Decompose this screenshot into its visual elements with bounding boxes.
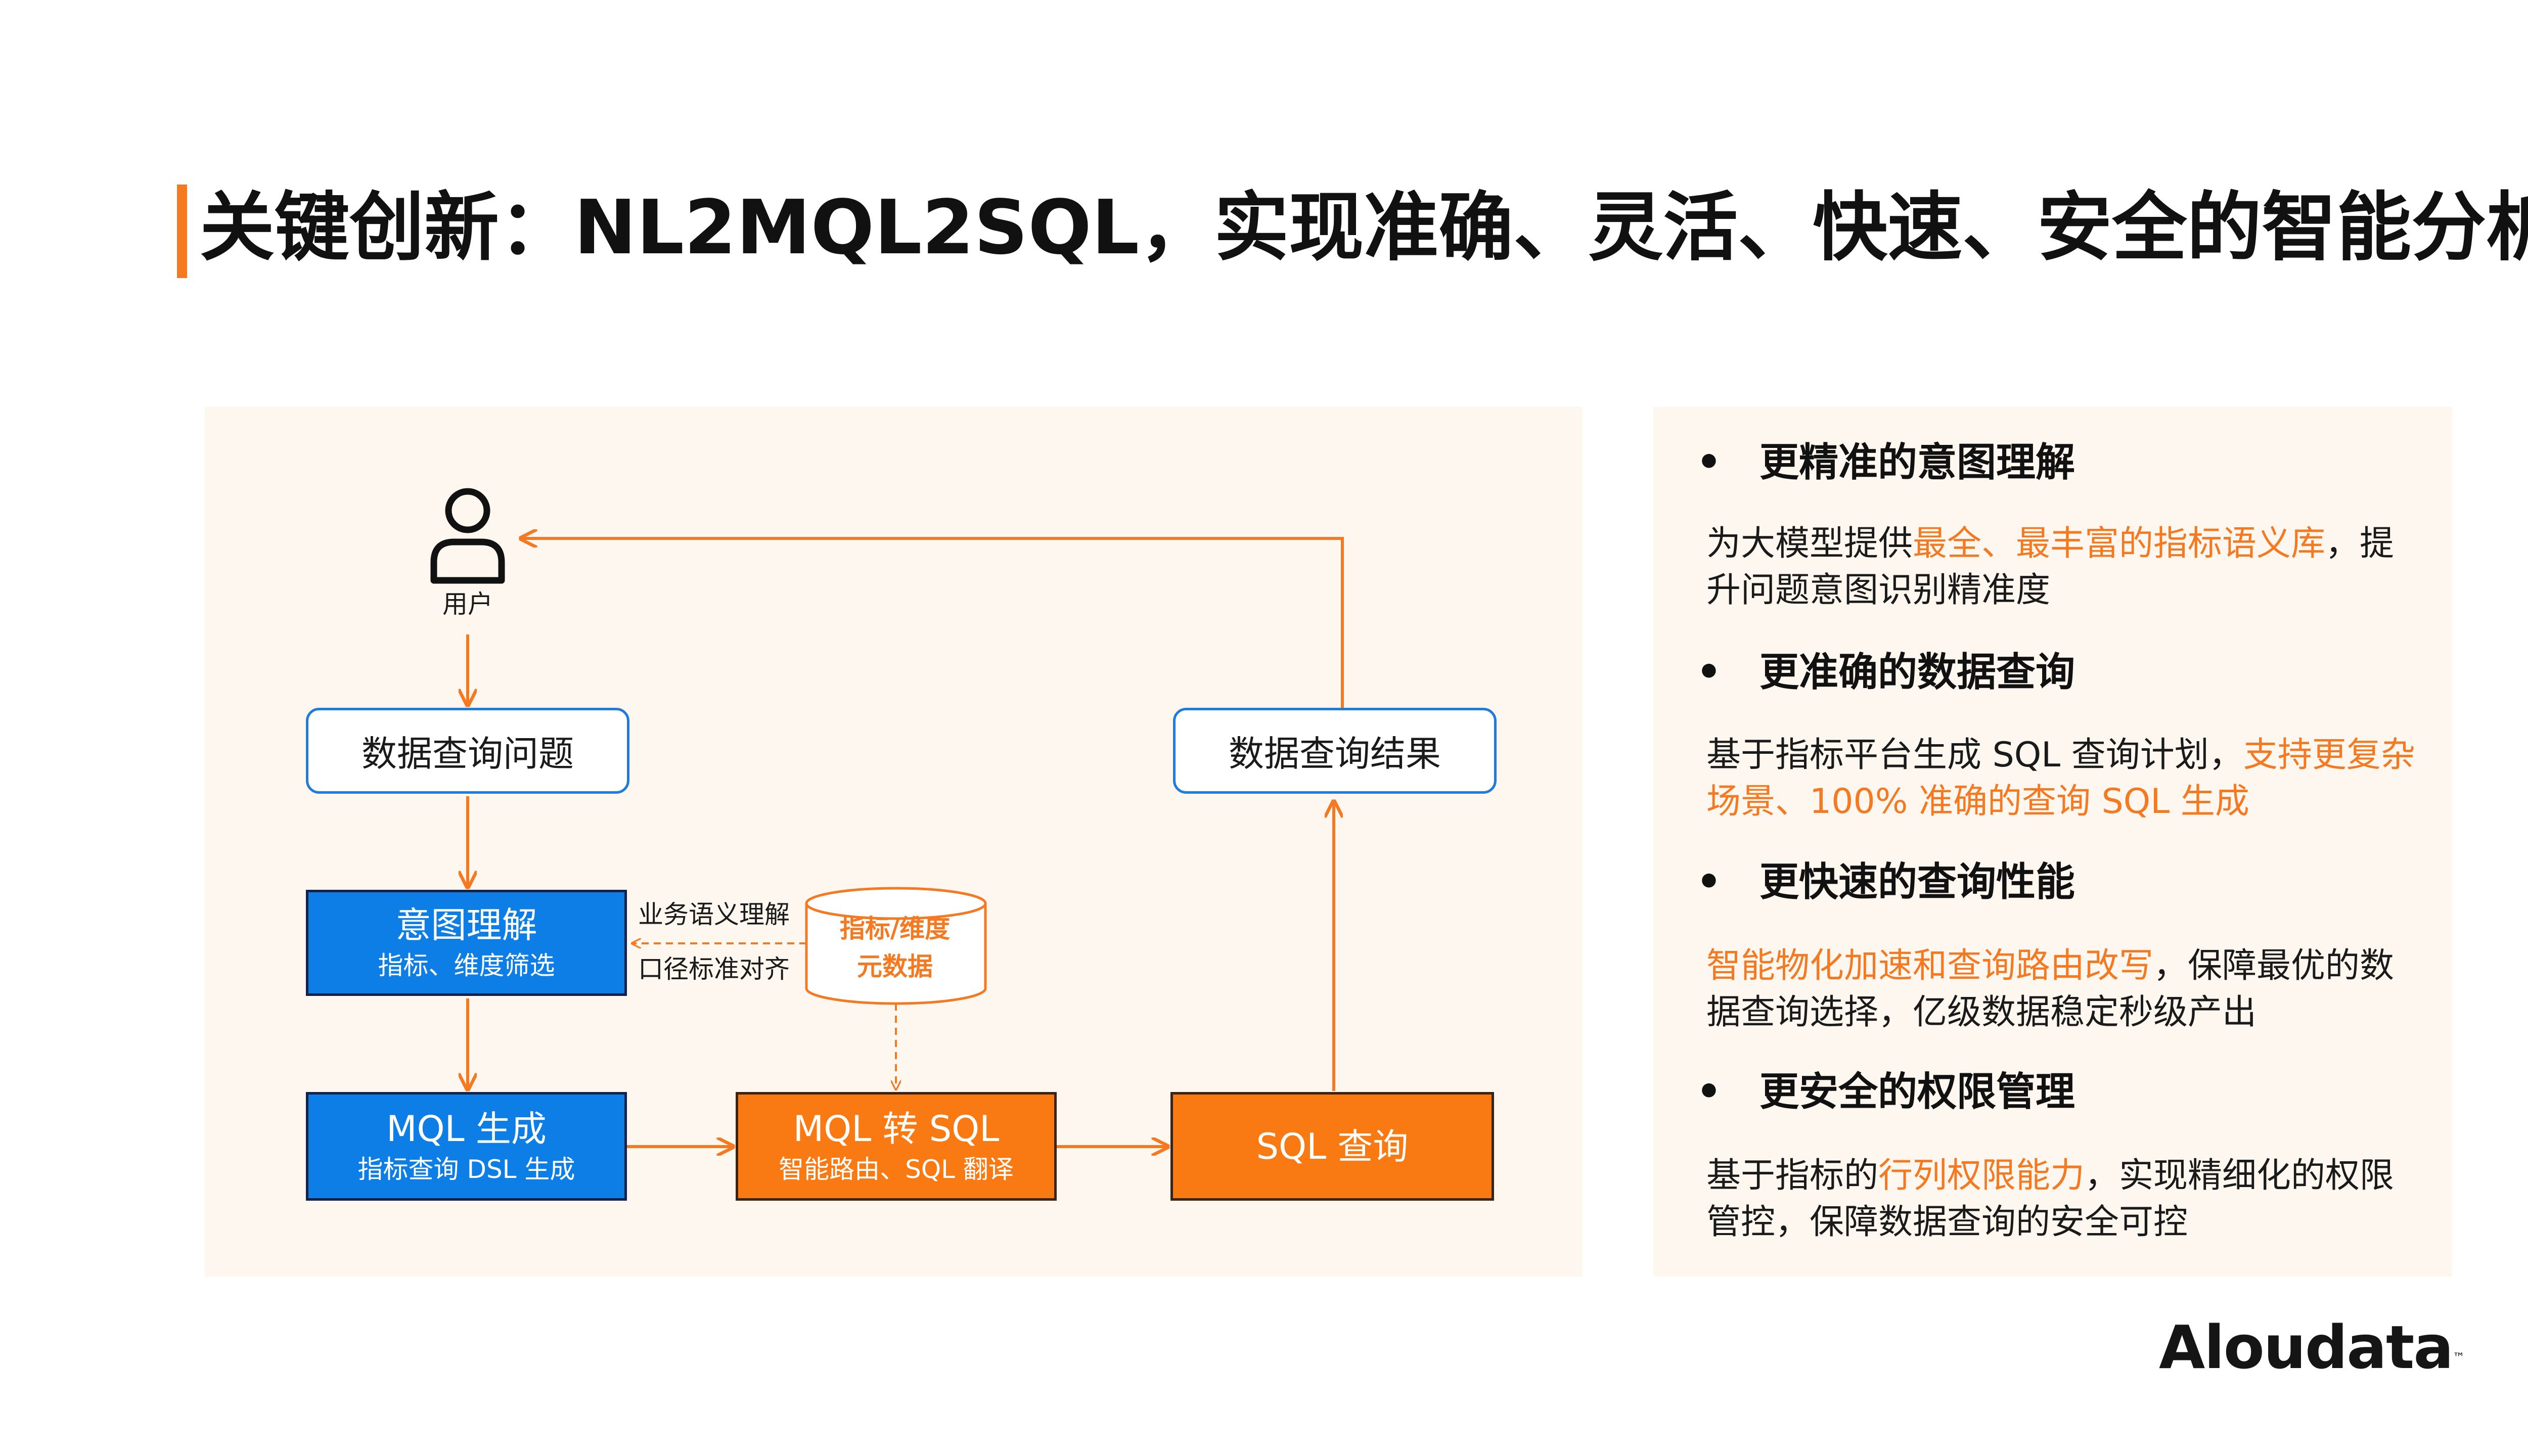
mql-to-sql-box-sub: 智能路由、SQL 翻译 [779,1154,1014,1184]
metadata-db-label: 指标/维度 元数据 [804,910,986,986]
logo-text: Aloudata [2159,1312,2454,1382]
feature-3-desc: 智能物化加速和查询路由改写，保障最优的数据查询选择，亿级数据稳定秒级产出 [1706,943,2424,1036]
bullet-3: • [1696,859,1722,905]
feature-4-desc-highlight: 行列权限能力 [1878,1156,2085,1196]
metric-alignment-label: 口径标准对齐 [638,954,790,984]
feature-1-heading: • 更精准的意图理解 [1696,435,2075,490]
result-box-label: 数据查询结果 [1229,733,1441,775]
logo-trademark: ™ [2452,1350,2465,1364]
feature-1-desc-part-2: ，提升问题意图识别精准度 [1706,524,2395,610]
feature-3-desc-part-1: ，保障最优的数据查询选择，亿级数据稳定秒级产出 [1706,946,2395,1032]
feature-1-desc-highlight: 最全、最丰富的指标语义库 [1913,524,2326,564]
mql-to-sql-box-title: MQL 转 SQL [793,1108,1000,1150]
sql-query-box: SQL 查询 [1170,1092,1494,1201]
title-accent-bar [177,185,187,278]
user-icon [430,488,505,584]
feature-2-heading: • 更准确的数据查询 [1696,645,2075,700]
bullet-2: • [1696,650,1722,695]
metadata-db-line1: 指标/维度 [839,914,951,943]
mql-box-sub: 指标查询 DSL 生成 [357,1154,575,1184]
bullet-1: • [1696,440,1722,485]
result-box: 数据查询结果 [1173,708,1497,794]
feature-2-desc-part-1: 基于指标平台生成 SQL 查询计划， [1706,735,2243,775]
feature-4-desc: 基于指标的行列权限能力，实现精细化的权限管控，保障数据查询的安全可控 [1706,1153,2424,1246]
question-box: 数据查询问题 [306,708,629,794]
sql-query-box-title: SQL 查询 [1256,1125,1409,1167]
feature-1-desc-part-1: 为大模型提供 [1706,524,1913,564]
aloudata-logo: Aloudata™ [2159,1309,2465,1385]
feature-1-desc: 为大模型提供最全、最丰富的指标语义库，提升问题意图识别精准度 [1706,521,2424,614]
semantic-understanding-label: 业务语义理解 [638,900,790,929]
mql-to-sql-box: MQL 转 SQL 智能路由、SQL 翻译 [736,1092,1057,1201]
features-panel [1653,407,2452,1277]
mql-box: MQL 生成 指标查询 DSL 生成 [306,1092,627,1201]
feature-2-title: 更准确的数据查询 [1759,650,2075,695]
feature-4-heading: • 更安全的权限管理 [1696,1064,2075,1120]
feature-3-desc-highlight: 智能物化加速和查询路由改写 [1706,946,2154,986]
feature-4-title: 更安全的权限管理 [1759,1069,2075,1115]
intent-box-sub: 指标、维度筛选 [378,951,555,980]
intent-box: 意图理解 指标、维度筛选 [306,890,627,996]
feature-4-desc-part-2: ，实现精细化的权限管控，保障数据查询的安全可控 [1706,1156,2395,1242]
feature-2-desc-highlight: 支持更复杂场景、100% 准确的查询 SQL 生成 [1706,735,2415,822]
metadata-db-line2: 元数据 [857,952,933,981]
feature-3-heading: • 更快速的查询性能 [1696,854,2075,910]
feature-2-desc: 基于指标平台生成 SQL 查询计划，支持更复杂场景、100% 准确的查询 SQL… [1706,732,2424,825]
page-title: 关键创新：NL2MQL2SQL，实现准确、灵活、快速、安全的智能分析 [200,184,2528,271]
question-box-label: 数据查询问题 [362,733,574,775]
feature-1-title: 更精准的意图理解 [1759,440,2075,485]
feature-4-desc-part-1: 基于指标的 [1706,1156,1879,1196]
intent-box-title: 意图理解 [395,904,537,946]
feature-3-title: 更快速的查询性能 [1759,859,2075,905]
bullet-4: • [1696,1069,1722,1115]
user-label: 用户 [442,589,493,619]
mql-box-title: MQL 生成 [386,1108,547,1150]
